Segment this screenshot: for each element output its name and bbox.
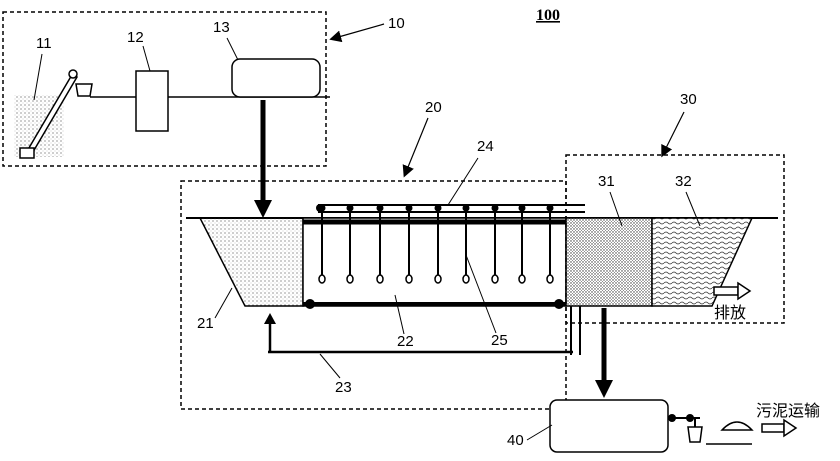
label-24: 24 (477, 138, 494, 155)
discharge-arrow (713, 281, 752, 301)
diffuser-head (546, 274, 554, 284)
diffuser-head (318, 274, 326, 284)
sludge-transport-label: 污泥运输 (756, 401, 820, 420)
label-12: 12 (127, 29, 144, 46)
reaction-zone-22 (302, 217, 567, 307)
return-line-23 (264, 306, 581, 355)
label-23: 23 (335, 379, 352, 396)
label-31: 31 (598, 173, 615, 190)
leader-32 (685, 191, 701, 227)
diffuser-head (518, 274, 526, 284)
unit-10-boundary (2, 11, 327, 167)
diffuser-head (376, 274, 384, 284)
zone-31 (565, 217, 653, 307)
leader-20 (402, 117, 429, 178)
leader-21 (214, 287, 233, 319)
leader-30 (661, 111, 685, 158)
figure-number: 100 (536, 7, 560, 24)
sludge-transport-arrow (761, 418, 798, 438)
diffuser-array-25 (318, 204, 554, 284)
diffuser-head (346, 274, 354, 284)
leader-25 (465, 254, 497, 334)
label-13: 13 (213, 19, 230, 36)
label-32: 32 (675, 173, 692, 190)
diffuser-head (462, 274, 470, 284)
leader-12 (142, 45, 151, 72)
bottom-node-left (305, 299, 315, 309)
header-node (318, 204, 326, 212)
label-30: 30 (680, 91, 697, 108)
label-10: 10 (388, 15, 405, 32)
sludge-heap (720, 421, 754, 431)
leader-11 (33, 53, 43, 101)
discharge-label: 排放 (714, 303, 746, 322)
intake-pipe (19, 69, 93, 159)
leader-13 (226, 37, 239, 61)
leader-23 (319, 353, 341, 379)
leader-40 (526, 424, 553, 441)
header-node (518, 204, 526, 212)
equipment-12 (135, 70, 169, 132)
inlet-zone-21 (198, 217, 304, 307)
diffuser-head (491, 274, 499, 284)
header-node (434, 204, 442, 212)
label-11: 11 (36, 35, 52, 52)
sludge-outlet-pipe (668, 414, 703, 443)
leader-24 (447, 157, 479, 206)
header-pipe-24 (316, 204, 585, 213)
header-node (376, 204, 384, 212)
header-node (462, 204, 470, 212)
sludge-unit-40 (549, 399, 669, 453)
label-25: 25 (491, 332, 508, 349)
leader-10 (329, 23, 385, 43)
diffuser-head (405, 274, 413, 284)
unit-30-boundary (565, 154, 785, 324)
bottom-node-right (554, 299, 564, 309)
leader-22 (394, 294, 405, 335)
diffuser-head (434, 274, 442, 284)
header-node (405, 204, 413, 212)
label-40: 40 (507, 432, 524, 449)
sludge-flow-arrowhead (595, 380, 613, 398)
zone-32 (651, 217, 754, 307)
label-20: 20 (425, 99, 442, 116)
leader-31 (609, 191, 623, 227)
label-21: 21 (197, 315, 214, 332)
tank-13 (231, 58, 321, 98)
label-22: 22 (397, 333, 414, 350)
header-node (491, 204, 499, 212)
header-node (546, 204, 554, 212)
flow-arrowhead-to-reactor (254, 200, 272, 218)
header-node (346, 204, 354, 212)
